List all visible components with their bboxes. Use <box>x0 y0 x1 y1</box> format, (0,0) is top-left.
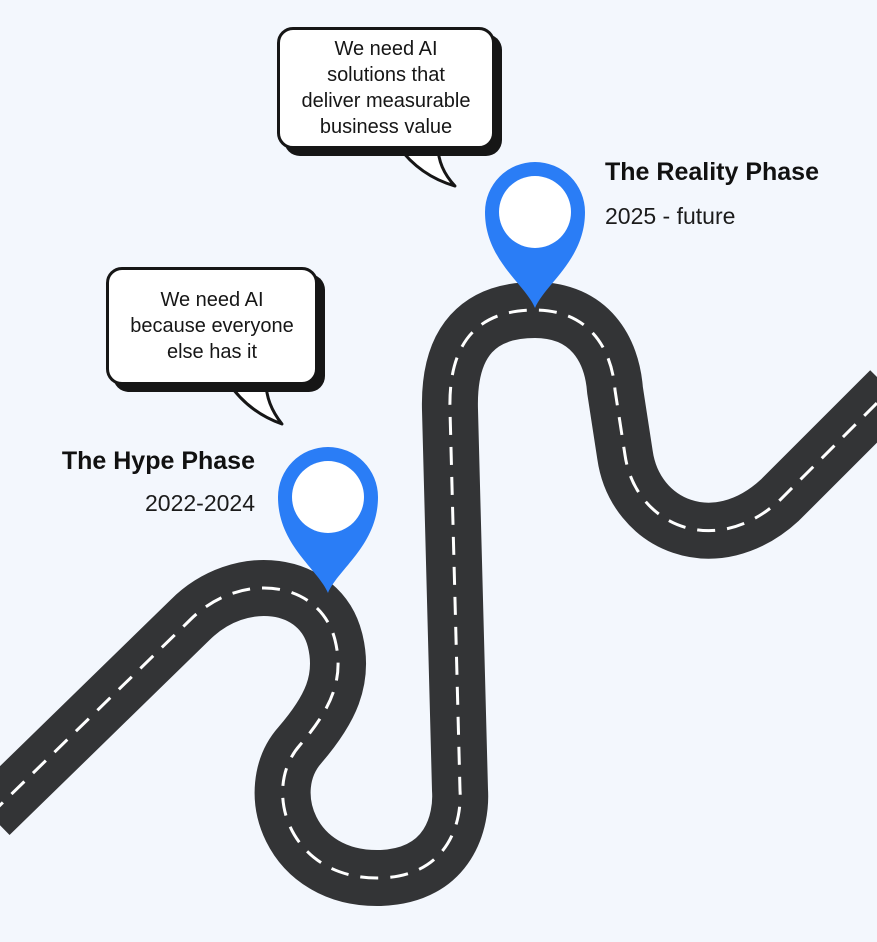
quote-line: business value <box>319 116 453 138</box>
bubble-tail-hype <box>226 380 284 426</box>
pin-center <box>292 461 364 533</box>
phase-title-hype: The Hype Phase <box>61 447 255 475</box>
pin-center <box>499 176 571 248</box>
quote-line: We need AI <box>334 38 438 60</box>
speech-bubble-hype: We need AI because everyone else has it <box>106 267 318 385</box>
speech-bubble-reality: We need AI solutions that deliver measur… <box>277 27 495 149</box>
quote-line: We need AI <box>160 289 264 311</box>
bubble-tail-reality <box>396 144 457 188</box>
map-pin-icon <box>278 447 378 593</box>
quote-line: else has it <box>166 341 258 363</box>
quote-line: deliver measurable <box>301 90 471 112</box>
quote-line: because everyone <box>130 315 294 337</box>
road-surface <box>0 282 877 906</box>
winding-road <box>0 282 877 906</box>
road-lane-marking <box>0 308 877 880</box>
quote-line: solutions that <box>327 64 445 86</box>
map-pin-icon <box>485 162 585 308</box>
phase-title-reality: The Reality Phase <box>605 158 819 186</box>
phase-dates-reality: 2025 - future <box>605 203 736 229</box>
phase-dates-hype: 2022-2024 <box>145 490 255 516</box>
